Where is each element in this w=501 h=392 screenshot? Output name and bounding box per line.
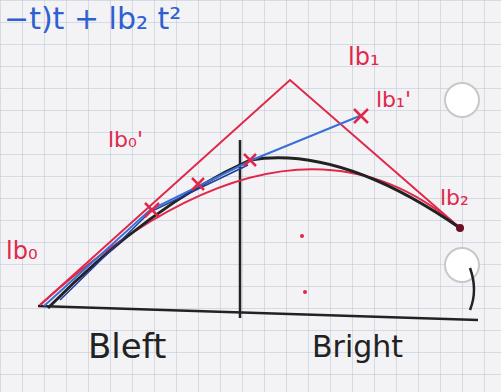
dot <box>300 234 304 238</box>
segment-label: Bright <box>312 330 403 363</box>
baseline <box>38 306 478 320</box>
point-label: lb₀ <box>6 238 38 264</box>
split-curve <box>48 158 460 308</box>
formula-text: −t)t + lb₂ t² <box>4 2 181 35</box>
point-label: lb₁' <box>376 88 411 112</box>
subdivision-polygon <box>44 115 362 306</box>
control-polygon <box>40 80 460 305</box>
point-label: lb₂ <box>440 186 469 210</box>
left-polygon <box>60 165 248 300</box>
end-point <box>456 224 464 232</box>
punch-hole <box>445 248 479 282</box>
point-label: lb₁ <box>348 44 380 70</box>
segment-label: Bleft <box>88 328 166 365</box>
dot <box>303 290 307 294</box>
point-label: lb₀' <box>108 128 143 152</box>
punch-hole <box>445 83 479 117</box>
point-marks <box>145 109 368 217</box>
bracket <box>470 268 474 310</box>
